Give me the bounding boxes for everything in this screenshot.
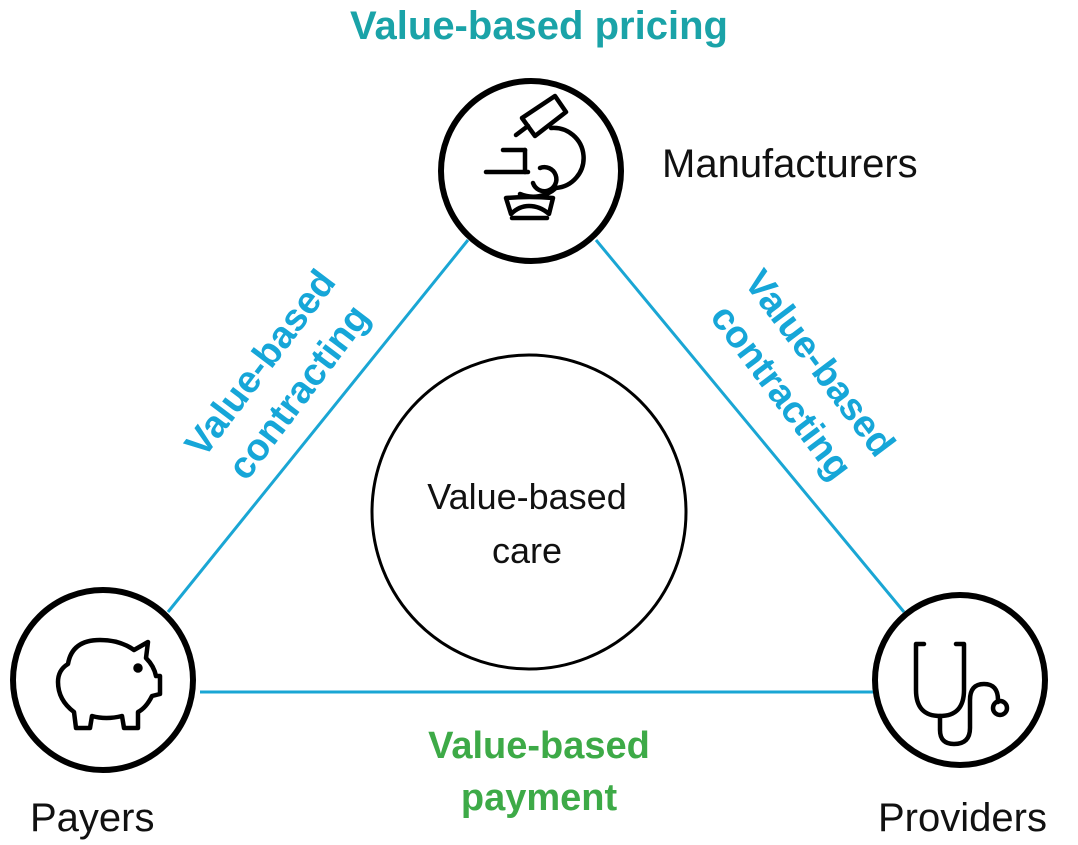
payment-line-1: Value-based xyxy=(428,725,650,767)
center-line-2: care xyxy=(491,530,563,571)
value-based-pricing-label: Value-based pricing xyxy=(350,4,728,48)
node-manufacturers xyxy=(438,78,624,264)
value-based-care-label: Value-based care xyxy=(373,470,681,578)
node-providers xyxy=(872,592,1048,768)
manufacturers-label: Manufacturers xyxy=(662,142,918,186)
center-line-1: Value-based xyxy=(427,476,627,517)
edge-line-right xyxy=(594,239,906,613)
edge-line-left xyxy=(166,239,470,613)
node-payers xyxy=(10,587,196,773)
microscope-icon xyxy=(483,93,586,221)
value-based-payment-label: Value-based payment xyxy=(380,720,698,824)
center-circle xyxy=(370,353,688,671)
payers-label: Payers xyxy=(30,796,155,840)
stethoscope-icon xyxy=(913,641,1010,747)
piggy-bank-icon xyxy=(55,637,163,731)
providers-label: Providers xyxy=(878,796,1047,840)
payment-line-2: payment xyxy=(460,777,618,819)
